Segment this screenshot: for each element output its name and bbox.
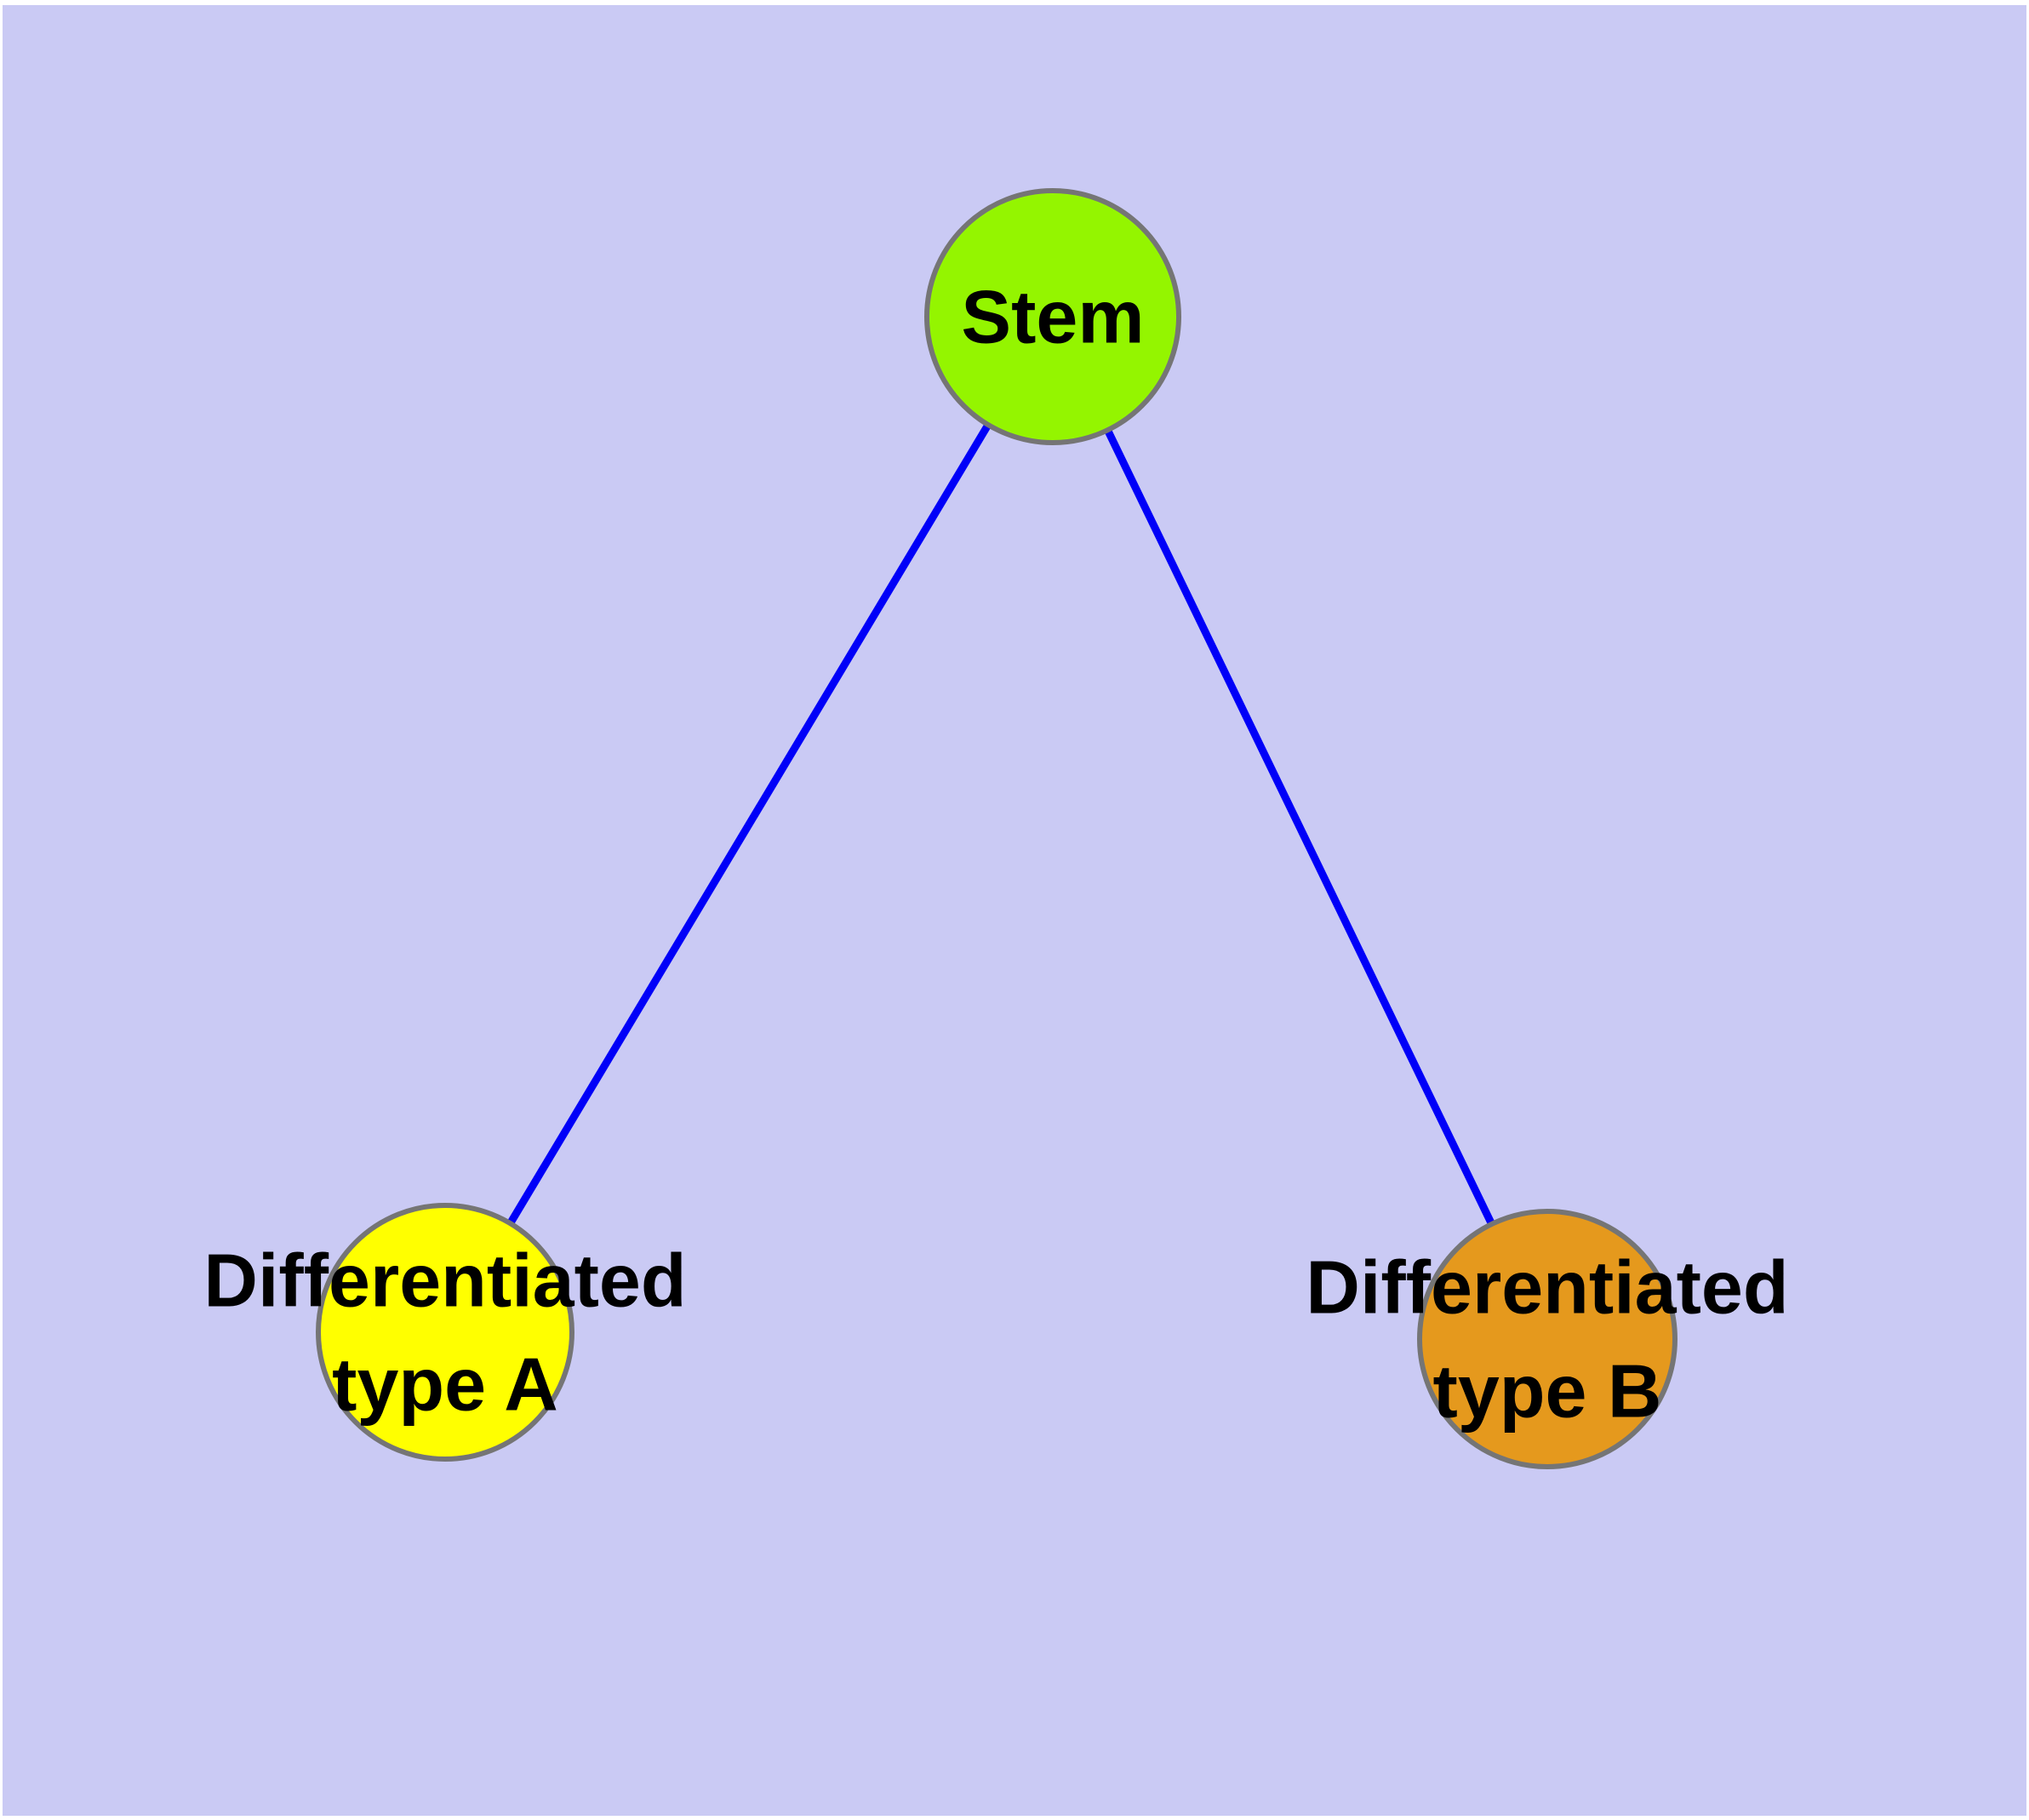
type-b-node-label-line2: type B (1433, 1349, 1662, 1434)
type-a-node-label-line1: Differentiated (203, 1239, 686, 1323)
type-a-node-label-line2: type A (332, 1342, 558, 1427)
stem-node-label: Stem (961, 275, 1144, 359)
type-a-node (316, 1203, 574, 1462)
type-b-node (1417, 1209, 1677, 1469)
edge-stem-to-type-b (1049, 315, 1552, 1341)
type-b-node-label-line1: Differentiated (1306, 1245, 1788, 1330)
stem-node (924, 188, 1181, 445)
edge-stem-to-type-a (442, 314, 1056, 1335)
